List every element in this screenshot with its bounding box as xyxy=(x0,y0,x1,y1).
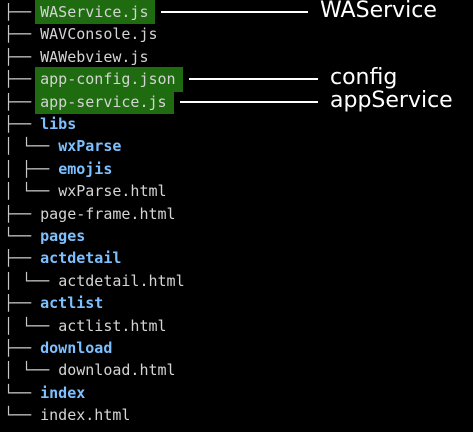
tree-file-wavconsole-js: ├── WAVConsole.js xyxy=(4,23,158,45)
tree-branch: ├── xyxy=(4,294,41,313)
file-name: WAService.js xyxy=(40,3,149,21)
tree-branch: ├── xyxy=(4,70,41,89)
tree-branch: ├── xyxy=(4,339,41,357)
tree-file-app-config-json: ├── app-config.json xyxy=(4,68,176,90)
file-name: app-config.json xyxy=(40,70,176,89)
folder-name: download xyxy=(40,339,113,357)
tree-file-actlist-html: │ └── actlist.html xyxy=(4,315,167,337)
tree-file-waservice-js: ├── WAService.js xyxy=(4,1,149,23)
callout-connector-waservice xyxy=(161,11,308,14)
tree-file-app-service-js: ├── app-service.js xyxy=(4,91,167,113)
file-name: download.html xyxy=(58,361,176,380)
callout-connector-config xyxy=(189,78,318,81)
tree-branch: │ ├── xyxy=(4,159,59,178)
tree-branch: ├── xyxy=(4,204,41,223)
tree-dir-emojis: │ ├── emojis xyxy=(4,158,112,180)
highlight-app-service-js xyxy=(35,89,174,114)
tree-dir-pages: └── pages xyxy=(4,225,85,247)
file-name: index.html xyxy=(40,406,131,425)
folder-name: actdetail xyxy=(40,249,122,268)
folder-name: emojis xyxy=(58,159,113,178)
tree-dir-index: └── index xyxy=(4,382,85,404)
tree-file-page-frame-html: ├── page-frame.html xyxy=(4,203,176,225)
file-name: wxParse.html xyxy=(58,182,167,201)
file-name: actlist.html xyxy=(58,316,167,335)
tree-branch: │ └── xyxy=(4,316,59,335)
tree-branch: │ └── xyxy=(4,271,59,290)
tree-dir-download: ├── download xyxy=(4,337,112,359)
tree-branch: │ └── xyxy=(4,137,59,156)
tree-branch: └── xyxy=(4,227,41,245)
tree-branch: └── xyxy=(4,406,41,425)
file-name: WAVConsole.js xyxy=(40,25,158,44)
tree-branch: └── xyxy=(4,383,41,402)
tree-dir-wxparse: │ └── wxParse xyxy=(4,135,121,157)
tree-branch: ├── xyxy=(4,25,41,44)
tree-dir-actlist: ├── actlist xyxy=(4,292,103,314)
tree-file-wawebview-js: ├── WAWebview.js xyxy=(4,46,149,68)
tree-branch: │ └── xyxy=(4,182,59,201)
highlight-app-config-json xyxy=(35,67,183,92)
tree-file-index-html: └── index.html xyxy=(4,404,130,426)
tree-branch: ├── xyxy=(4,3,41,21)
file-name: app-service.js xyxy=(40,92,167,111)
callout-connector-appservice xyxy=(180,100,318,103)
file-name: actdetail.html xyxy=(58,271,185,290)
highlight-waservice-js xyxy=(35,0,156,25)
callout-label-waservice: WAService xyxy=(320,0,437,24)
tree-dir-actdetail: ├── actdetail xyxy=(4,247,121,269)
folder-name: actlist xyxy=(40,294,104,313)
folder-name: wxParse xyxy=(58,137,122,156)
file-name: WAWebview.js xyxy=(40,47,149,66)
tree-branch: ├── xyxy=(4,249,41,268)
tree-branch: │ └── xyxy=(4,361,59,380)
folder-name: index xyxy=(40,383,86,402)
tree-file-wxparse-html: │ └── wxParse.html xyxy=(4,180,167,202)
tree-branch: ├── xyxy=(4,92,41,111)
folder-name: libs xyxy=(40,115,77,133)
tree-dir-libs: ├── libs xyxy=(4,113,76,135)
callout-label-appservice: appService xyxy=(330,87,453,113)
file-name: page-frame.html xyxy=(40,204,176,223)
callout-label-config: config xyxy=(330,65,398,91)
tree-branch: ├── xyxy=(4,47,41,66)
tree-file-download-html: │ └── download.html xyxy=(4,359,176,381)
tree-branch: ├── xyxy=(4,115,41,133)
folder-name: pages xyxy=(40,227,86,245)
tree-file-actdetail-html: │ └── actdetail.html xyxy=(4,270,185,292)
